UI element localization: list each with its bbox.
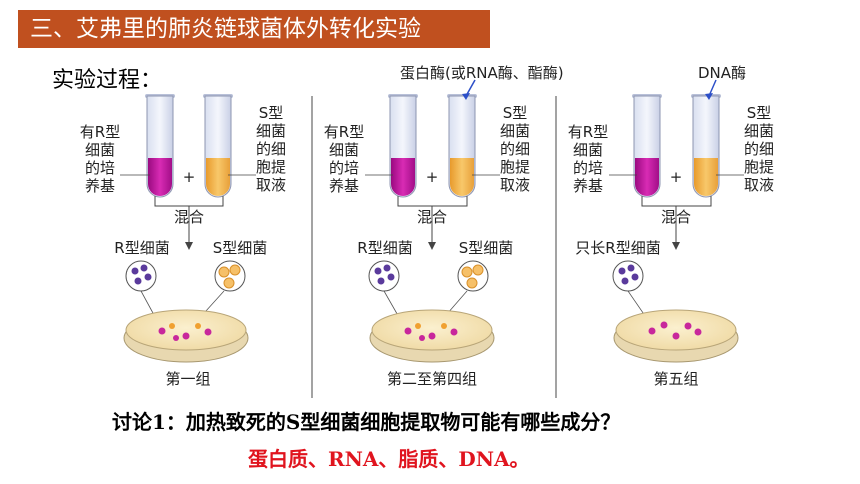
g2-right-line1: S型 (503, 104, 528, 122)
g3-left-line1: 有R型 (568, 123, 608, 141)
g3-mix: 混合 (661, 208, 691, 226)
g2-right-line4: 胞提 (500, 158, 530, 176)
g2-mix: 混合 (417, 208, 447, 226)
g1-left-line4: 养基 (85, 177, 115, 195)
section-title: 三、艾弗里的肺炎链球菌体外转化实验 (18, 10, 490, 48)
g1-left-line2: 细菌 (85, 141, 115, 159)
g3-left-line3: 的培 (573, 159, 603, 177)
g2-left-line1: 有R型 (324, 123, 364, 141)
g2-left-line3: 的培 (329, 159, 359, 177)
g1-right-line2: 细菌 (256, 122, 286, 140)
extract-tube-3 (690, 93, 722, 198)
g3-right-line4: 胞提 (744, 158, 774, 176)
g2-right-line2: 细菌 (500, 122, 530, 140)
g1-result-s: S型细菌 (213, 239, 268, 257)
g3-left-line4: 养基 (573, 177, 603, 195)
g2-right-line5: 取液 (500, 176, 530, 194)
medium-tube-2 (387, 93, 419, 198)
g3-right-line5: 取液 (744, 176, 774, 194)
enzyme-label-group2: 蛋白酶(或RNA酶、酯酶) (400, 64, 564, 82)
g1-left-line3: 的培 (85, 159, 115, 177)
group-2 (365, 79, 500, 363)
g1-plus: + (183, 168, 196, 186)
g1-right-line5: 取液 (256, 176, 286, 194)
extract-tube-1 (202, 93, 234, 198)
g1-mix: 混合 (174, 208, 204, 226)
g2-left-line2: 细菌 (329, 141, 359, 159)
g1-name: 第一组 (165, 370, 210, 388)
g1-result-r: R型细菌 (114, 239, 169, 257)
medium-tube-3 (631, 93, 663, 198)
g3-right-line1: S型 (747, 104, 772, 122)
g1-right-line3: 的细 (256, 140, 286, 158)
g3-name: 第五组 (653, 370, 698, 388)
g3-plus: + (670, 168, 683, 186)
g2-result-s: S型细菌 (459, 239, 514, 257)
discussion-answer: 蛋白质、RNA、脂质、DNA。 (248, 447, 530, 471)
group-1 (120, 93, 256, 363)
g3-right-line2: 细菌 (744, 122, 774, 140)
g3-result-r: 只长R型细菌 (575, 239, 660, 257)
discussion-question: 讨论1：加热致死的S型细菌细胞提取物可能有哪些成分？ (112, 410, 621, 434)
g1-left-line1: 有R型 (80, 123, 120, 141)
g1-right-line4: 胞提 (256, 158, 286, 176)
g2-right-line3: 的细 (500, 140, 530, 158)
g2-left-line4: 养基 (329, 177, 359, 195)
group-3 (609, 79, 744, 363)
extract-tube-2 (446, 93, 478, 198)
enzyme-label-group3: DNA酶 (698, 64, 747, 82)
process-label: 实验过程： (52, 68, 163, 93)
g2-result-r: R型细菌 (357, 239, 412, 257)
g2-plus: + (426, 168, 439, 186)
g1-right-line1: S型 (259, 104, 284, 122)
medium-tube-1 (144, 93, 176, 198)
g3-left-line2: 细菌 (573, 141, 603, 159)
g2-name: 第二至第四组 (387, 370, 477, 388)
g3-right-line3: 的细 (744, 140, 774, 158)
